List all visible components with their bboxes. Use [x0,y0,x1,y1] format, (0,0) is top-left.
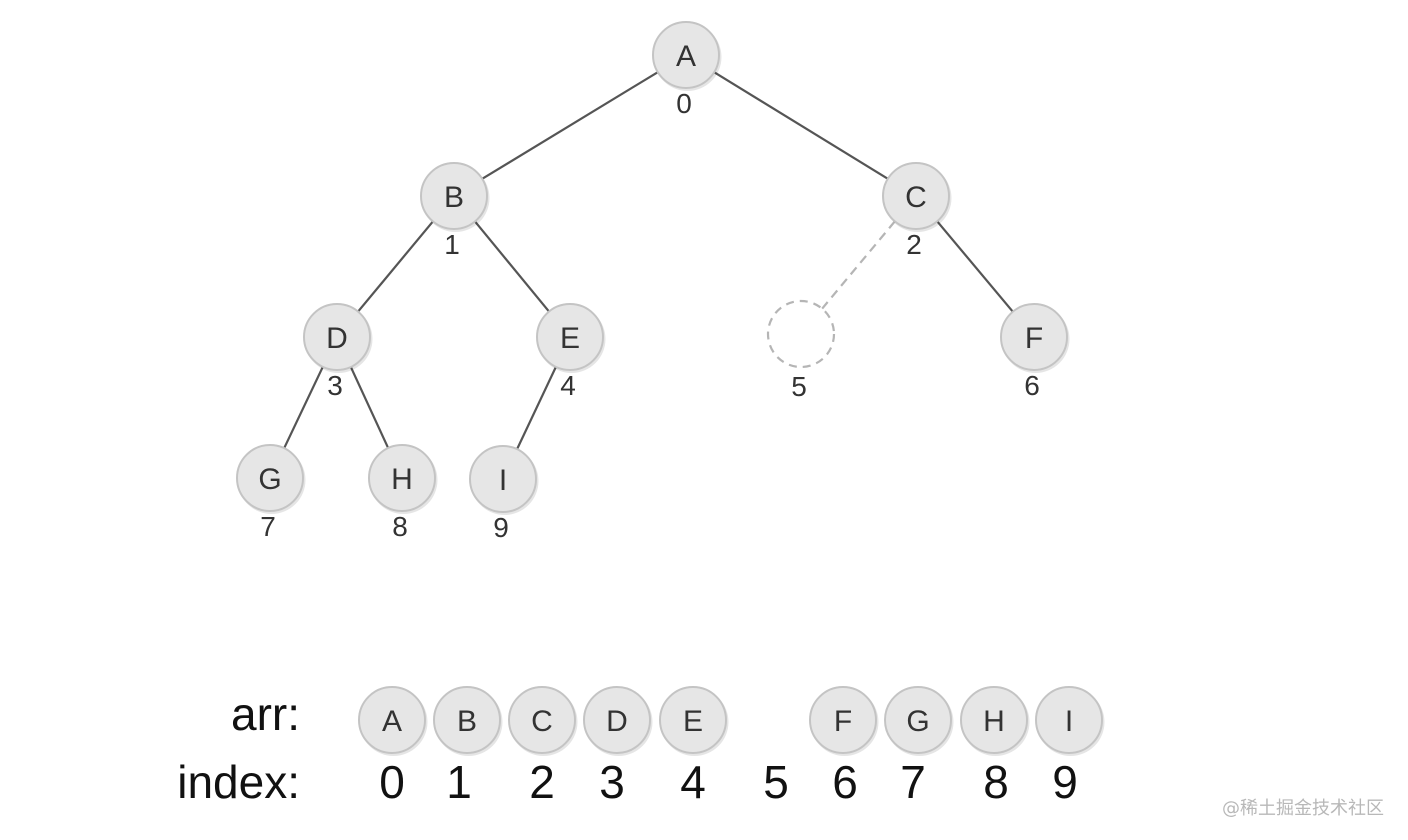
empty-node-circle [766,299,836,369]
node-circle [652,21,720,89]
cell-index: 2 [529,756,555,808]
node-circle [236,444,304,512]
tree-node-a: A0 [652,21,722,119]
cell-value: F [834,705,852,738]
node-letter: G [258,463,281,496]
node-letter: F [1025,322,1043,355]
watermark: @稀土掘金技术社区 [1222,798,1384,819]
tree-node-d: D3 [303,303,373,401]
node-letter: B [444,181,464,214]
cell-index: 8 [983,756,1009,808]
edge-a-c [713,71,889,180]
cell-index: 4 [680,756,706,808]
edge-c-n5 [821,220,896,310]
node-index-label: 2 [906,229,922,260]
cell-value: E [683,705,703,738]
cell-index: 9 [1052,756,1078,808]
node-circle [1000,303,1068,371]
cell-circle [809,686,877,754]
array-cell-3: D3 [583,686,653,808]
arr-row-label: arr: [231,688,300,740]
cell-index: 6 [832,756,858,808]
node-circle [469,445,537,513]
cell-value: I [1065,705,1073,738]
cell-value: D [606,705,628,738]
array-cell-4: E4 [659,686,729,808]
cell-value: C [531,705,553,738]
tree-node-empty-5: 5 [766,299,836,402]
array-cell-9: I9 [1035,686,1105,808]
cell-value: H [983,705,1005,738]
node-index-label: 0 [676,88,692,119]
edge-b-d [357,220,434,313]
cell-circle [1035,686,1103,754]
node-index-label: 6 [1024,370,1040,401]
node-circle [303,303,371,371]
node-circle [368,444,436,512]
tree-node-g: G7 [236,444,306,542]
node-index-label: 9 [493,512,509,543]
array-cell-6: F6 [809,686,879,808]
edge-c-f [936,220,1014,313]
cell-circle [433,686,501,754]
cell-circle [583,686,651,754]
cell-value: G [906,705,929,738]
tree-node-h: H8 [368,444,438,542]
edge-d-g [283,366,324,449]
tree-node-i: I9 [469,445,539,543]
tree-node-c: C2 [882,162,952,260]
cell-circle [358,686,426,754]
node-letter: C [905,181,927,214]
array-cell-1: B1 [433,686,503,808]
tree-node-e: E4 [536,303,606,401]
node-index-label: 4 [560,370,576,401]
array-cell-7: G7 [884,686,954,808]
edge-a-b [481,71,659,180]
cell-index: 1 [446,756,472,808]
node-circle [536,303,604,371]
node-index-label: 3 [327,370,343,401]
cell-index: 3 [599,756,625,808]
node-letter: H [391,463,413,496]
node-index-label: 8 [392,511,408,542]
array-cell-5: 5 [763,756,789,808]
cell-index: 5 [763,756,789,808]
cell-circle [960,686,1028,754]
node-circle [420,162,488,230]
cell-circle [659,686,727,754]
node-index-label: 7 [260,511,276,542]
node-letter: A [676,40,696,73]
edge-e-i [516,366,557,450]
node-letter: D [326,322,348,355]
node-letter: E [560,322,580,355]
node-index-label: 5 [791,371,807,402]
cell-index: 0 [379,756,405,808]
cell-value: B [457,705,477,738]
edge-d-h [349,366,390,449]
tree-node-f: F6 [1000,303,1070,401]
index-row-label: index: [177,756,300,808]
node-index-label: 1 [444,229,460,260]
cell-circle [508,686,576,754]
node-letter: I [499,464,507,497]
cell-circle [884,686,952,754]
tree-node-b: B1 [420,162,490,260]
node-circle [882,162,950,230]
array-cell-0: A0 [358,686,428,808]
cell-index: 7 [900,756,926,808]
array-cell-2: C2 [508,686,578,808]
cell-value: A [382,705,402,738]
edge-b-e [474,220,550,313]
array-cell-8: H8 [960,686,1030,808]
edges-layer [283,71,1014,450]
